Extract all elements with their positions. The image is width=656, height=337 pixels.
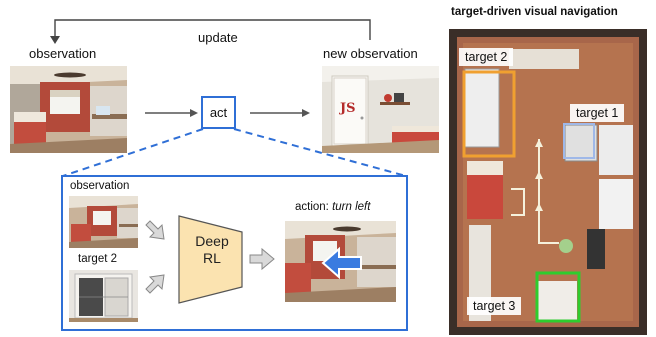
new-observation-image: JS bbox=[322, 66, 439, 153]
act-box: act bbox=[201, 96, 236, 129]
action-value: turn left bbox=[332, 201, 371, 213]
target1-tag: target 1 bbox=[570, 104, 625, 122]
inner-target-image bbox=[69, 270, 138, 322]
target3-box bbox=[535, 271, 581, 323]
update-label: update bbox=[198, 30, 238, 45]
top-down-map bbox=[449, 29, 647, 335]
action-prefix: action: bbox=[295, 201, 333, 213]
turn-left-arrow-icon bbox=[321, 246, 362, 280]
svg-text:JS: JS bbox=[339, 101, 356, 116]
deep-rl-detail-box bbox=[61, 175, 408, 331]
observation-label: observation bbox=[29, 46, 97, 61]
navigation-title: target-driven visual navigation bbox=[451, 6, 618, 18]
target1-box bbox=[563, 123, 595, 159]
action-label: action: turn left bbox=[295, 201, 370, 213]
deep-rl-line2: RL bbox=[203, 250, 221, 266]
inner-observation-label: observation bbox=[70, 180, 130, 192]
observation-image bbox=[10, 66, 127, 153]
inner-observation-image bbox=[69, 196, 138, 248]
new-observation-label: new observation bbox=[323, 46, 418, 61]
deep-rl-line1: Deep bbox=[195, 233, 229, 249]
inner-target-label: target 2 bbox=[78, 253, 117, 265]
act-label: act bbox=[209, 105, 228, 120]
target3-tag: target 3 bbox=[467, 297, 522, 315]
target2-tag: target 2 bbox=[459, 48, 514, 66]
deep-rl-block bbox=[178, 215, 243, 304]
target2-box bbox=[462, 70, 516, 158]
deep-rl-label: Deep RL bbox=[183, 233, 241, 267]
action-image bbox=[285, 221, 396, 302]
